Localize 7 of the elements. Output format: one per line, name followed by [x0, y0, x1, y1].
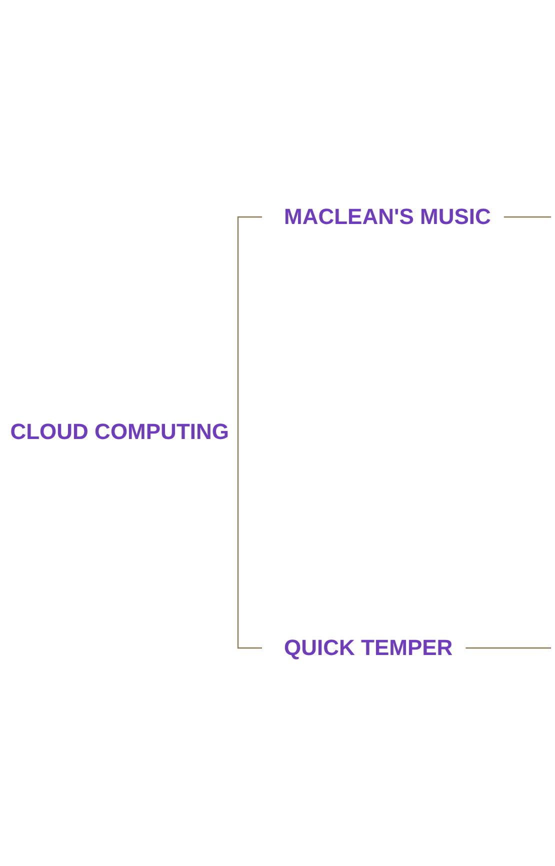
branch-line: [466, 647, 551, 649]
branch-line: [504, 216, 551, 218]
connector-line: [237, 431, 262, 649]
topic-label: QUICK TEMPER: [284, 634, 453, 662]
connector-line: [237, 216, 262, 433]
topic-label: CLOUD COMPUTING: [10, 418, 229, 446]
topic-label: MACLEAN'S MUSIC: [284, 203, 491, 231]
